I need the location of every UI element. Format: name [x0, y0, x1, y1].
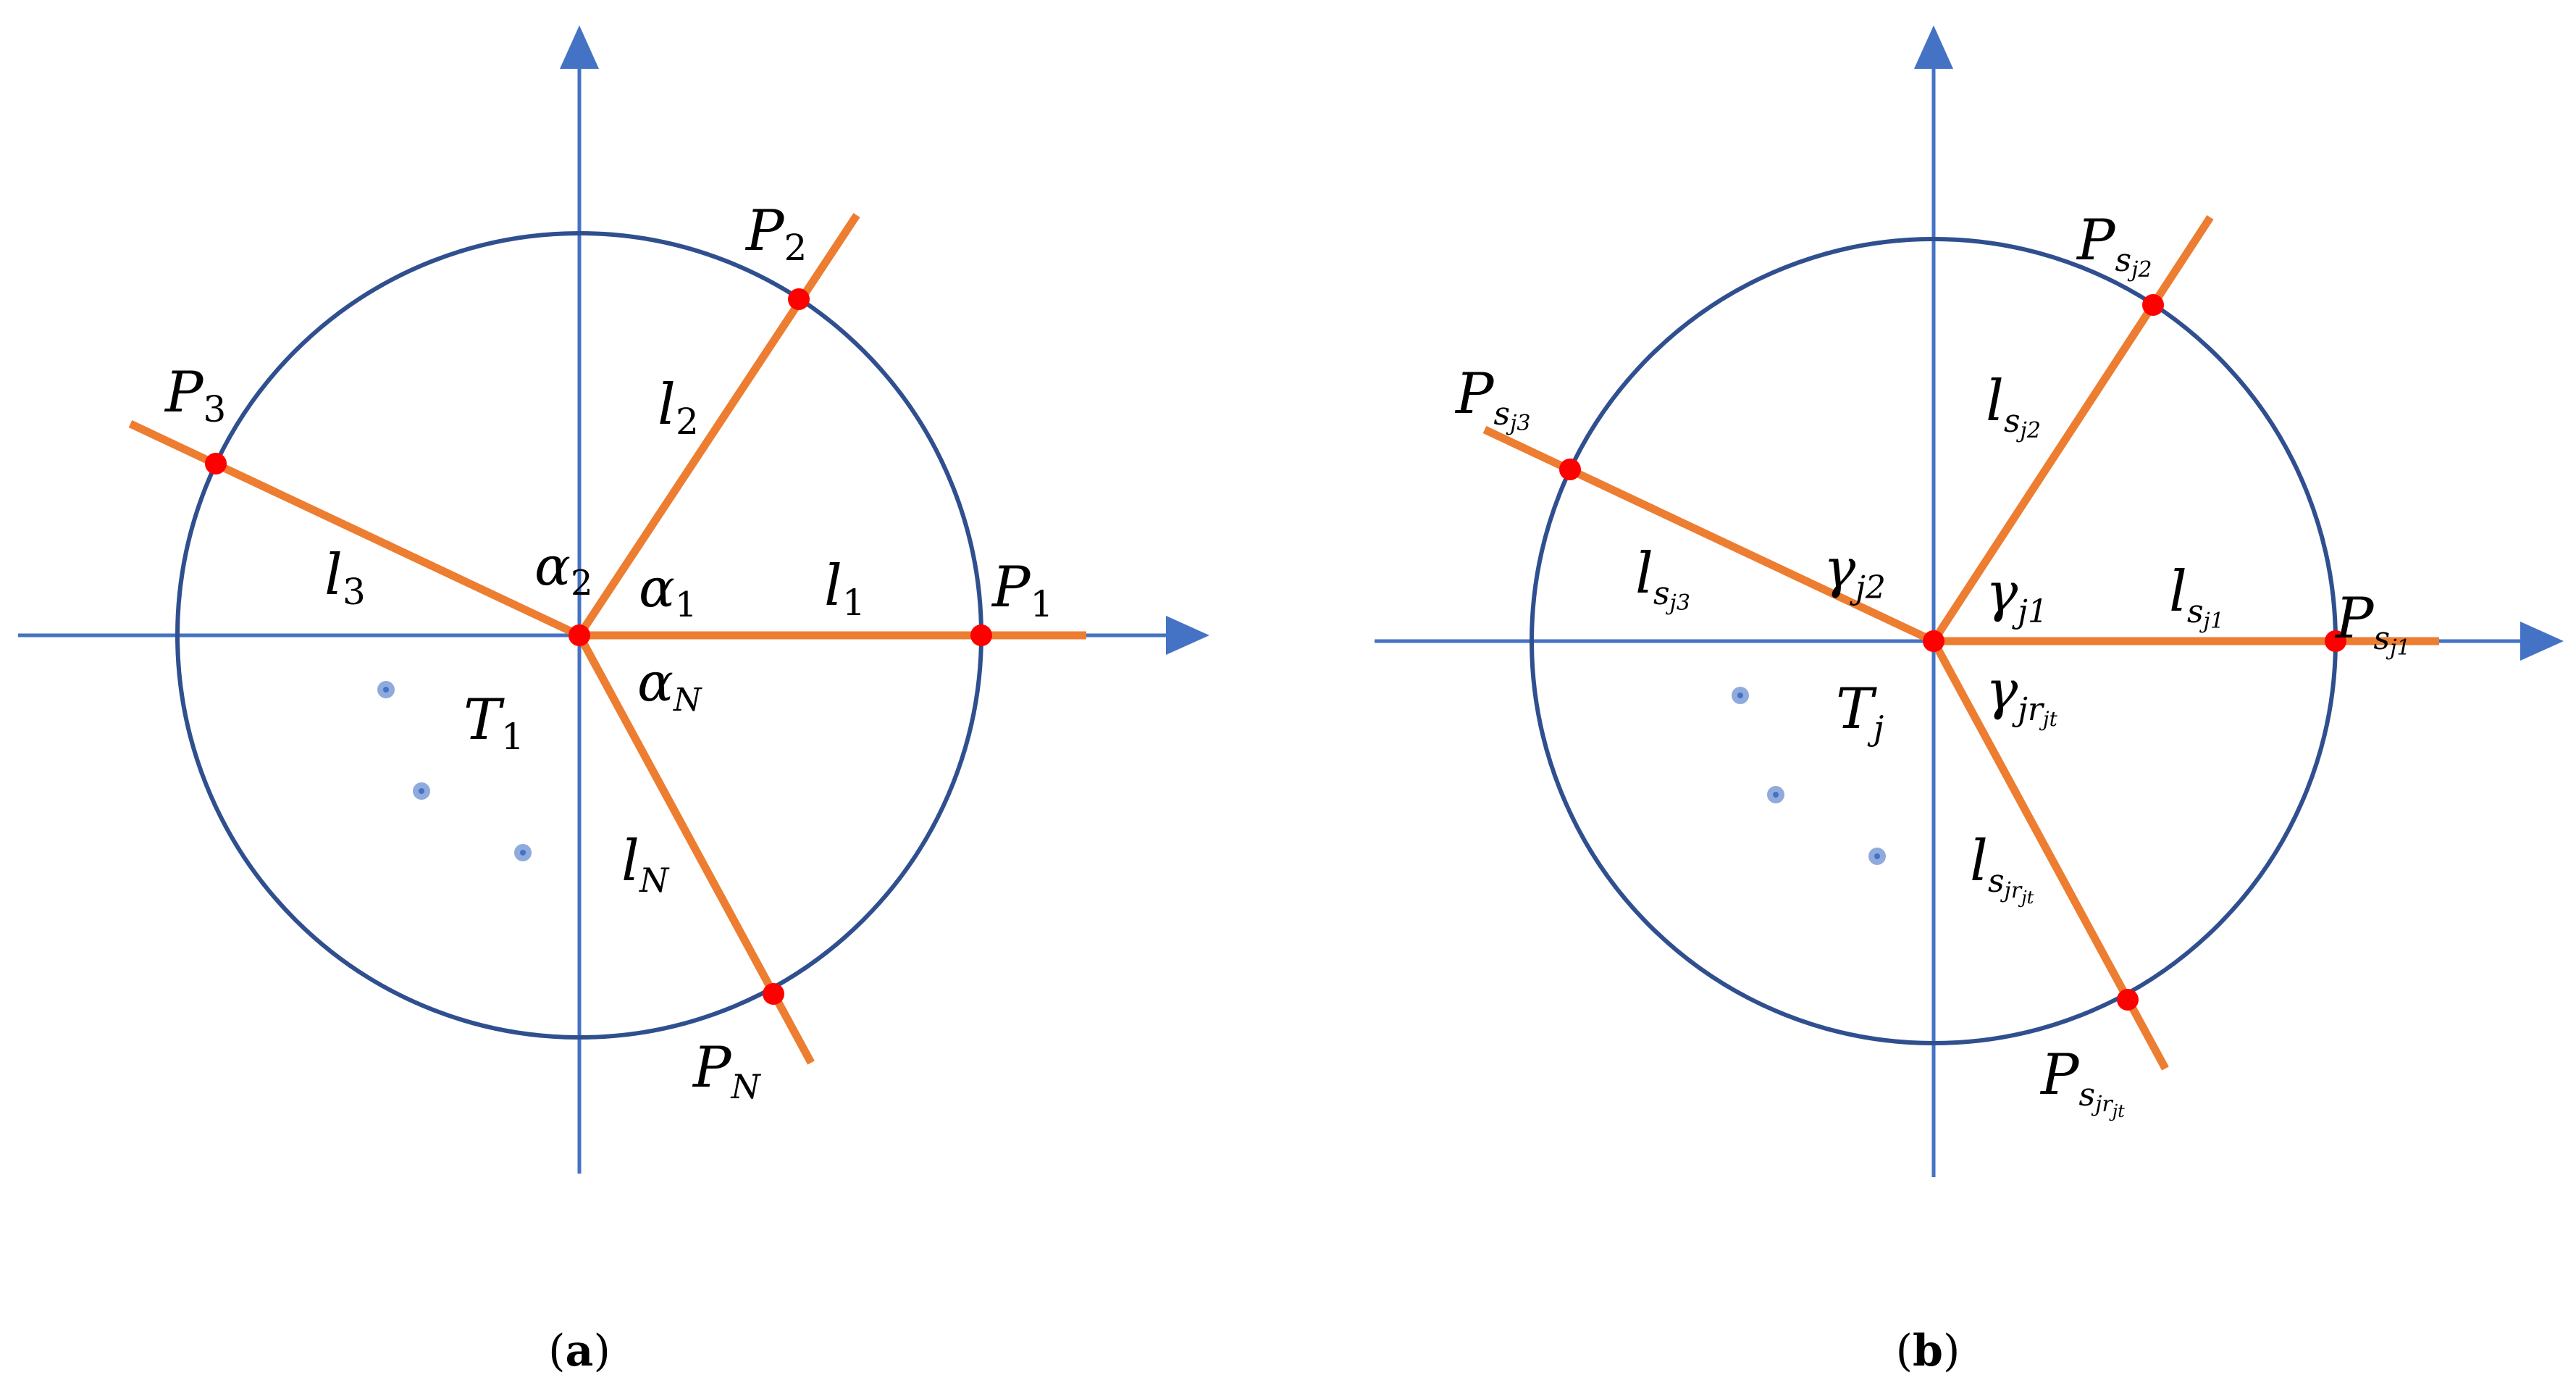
panel-b-point-p3	[1559, 459, 1581, 480]
panel-b-label-ln: lsjrjt	[1970, 829, 2034, 908]
panel-b: Psj2 Psj3 Psj1 Psjrjt lsj2 lsj3 lsj1 lsj…	[1375, 25, 2564, 1376]
panel-a-label-ln: lN	[621, 829, 670, 900]
panel-a-caption: (a)	[548, 1326, 611, 1376]
panel-a-point-p1	[970, 624, 992, 646]
panel-a-label-alpha1: α1	[639, 557, 697, 625]
panel-a-label-t1: T1	[463, 687, 524, 758]
panel-b-caption: (b)	[1896, 1326, 1960, 1376]
panel-b-y-arrow	[1914, 25, 1953, 69]
panel-a-label-p1: P1	[991, 555, 1053, 625]
panel-b-x-arrow	[2520, 622, 2564, 661]
panel-b-label-gamman: γjrjt	[1986, 659, 2058, 731]
panel-b-label-pn: Psjrjt	[2039, 1042, 2125, 1121]
panel-a-label-alpha2: α2	[534, 535, 593, 603]
panel-b-label-p2: Psj2	[2076, 208, 2152, 283]
panel-a-dots	[377, 681, 532, 861]
panel-b-label-l3: lsj3	[1635, 541, 1690, 616]
panel-a-y-arrow	[560, 25, 599, 69]
panel-b-origin-point	[1923, 630, 1944, 652]
panel-a-label-p3: P3	[164, 360, 226, 430]
panel-a-origin-point	[569, 624, 590, 646]
panel-b-label-p1: Psj1	[2334, 586, 2410, 661]
panel-a-point-pn	[763, 983, 784, 1005]
panel-b-label-p3: Psj3	[1454, 361, 1530, 436]
panel-a: P2 P3 P1 PN l2 l3 l1 lN α2 α1	[18, 25, 1209, 1376]
panel-b-point-p2	[2142, 294, 2164, 316]
panel-a-label-p2: P2	[744, 198, 807, 269]
panel-a-label-l2: l2	[658, 372, 699, 443]
panel-b-ray-l3	[1482, 426, 1936, 645]
panel-b-label-l2: lsj2	[1986, 369, 2041, 443]
panel-a-label-alphan: αN	[637, 651, 702, 719]
panel-a-label-pn: PN	[692, 1035, 761, 1106]
panel-a-ray-l3	[128, 420, 582, 639]
panel-a-label-l3: l3	[324, 543, 366, 613]
panel-b-point-pn	[2117, 989, 2139, 1011]
panel-a-point-p3	[205, 453, 227, 474]
panel-b-label-l1: lsj1	[2169, 559, 2224, 634]
panel-b-label-gamma1: γj1	[1986, 561, 2048, 630]
panel-b-ray-l2	[1930, 214, 2214, 644]
panel-a-x-arrow	[1166, 616, 1209, 655]
panel-a-ray-l2	[576, 212, 860, 638]
panel-b-label-gamma2: γj2	[1824, 538, 1886, 606]
panel-a-point-p2	[788, 288, 810, 310]
panel-b-label-tj: Tj	[1836, 677, 1884, 748]
panel-a-label-l1: l1	[824, 553, 865, 624]
panel-b-dots	[1732, 687, 1886, 865]
panel-b-point-p1	[2325, 630, 2346, 652]
